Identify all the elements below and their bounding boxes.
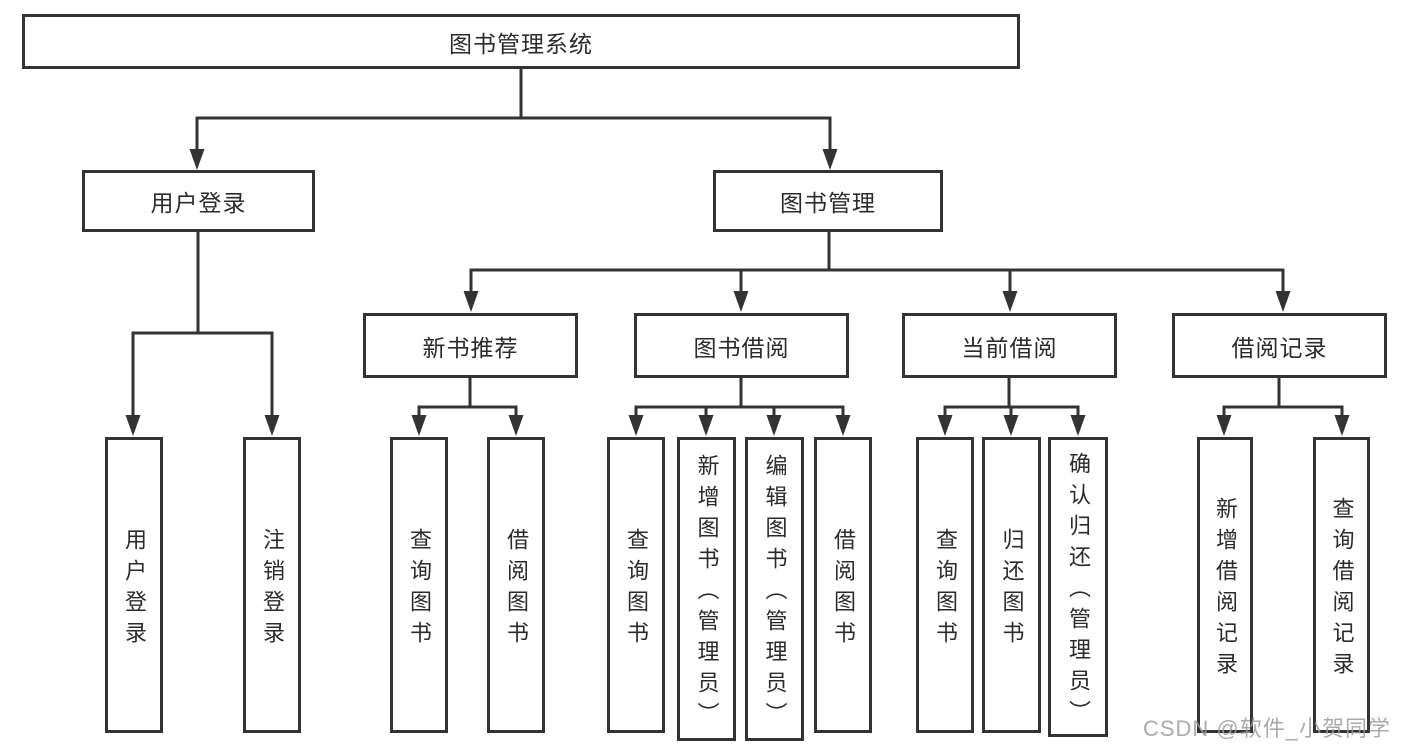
node-root: 图书管理系统 xyxy=(22,14,1020,69)
leaf-borrow-books-1: 借阅图书 xyxy=(487,437,545,733)
leaf-logout: 注销登录 xyxy=(243,437,301,733)
node-borrow-record: 借阅记录 xyxy=(1172,313,1387,378)
node-book-borrow: 图书借阅 xyxy=(634,313,849,378)
node-borrow-record-label: 借阅记录 xyxy=(1231,334,1328,361)
leaf-query-books-2: 查询图书 xyxy=(607,437,665,733)
node-root-label: 图书管理系统 xyxy=(449,30,593,57)
node-book-management: 图书管理 xyxy=(713,170,943,232)
node-book-borrow-label: 图书借阅 xyxy=(693,334,790,361)
leaf-query-borrow-record: 查询借阅记录 xyxy=(1313,437,1370,733)
leaf-user-login: 用户登录 xyxy=(105,437,163,733)
leaf-edit-book-admin: 编辑图书（管理员） xyxy=(745,437,804,741)
leaf-add-borrow-record: 新增借阅记录 xyxy=(1197,437,1253,733)
leaf-confirm-return-admin: 确认归还（管理员） xyxy=(1048,437,1108,737)
leaf-query-books-1: 查询图书 xyxy=(390,437,448,733)
node-new-book-recommend: 新书推荐 xyxy=(363,313,578,378)
node-current-borrow: 当前借阅 xyxy=(902,313,1117,378)
node-user-login-label: 用户登录 xyxy=(150,190,247,216)
leaf-query-books-3: 查询图书 xyxy=(916,437,974,733)
leaf-add-book-admin: 新增图书（管理员） xyxy=(677,437,736,741)
leaf-borrow-books-2: 借阅图书 xyxy=(814,437,872,733)
leaf-return-book: 归还图书 xyxy=(982,437,1041,733)
node-book-management-label: 图书管理 xyxy=(780,190,876,216)
node-new-book-recommend-label: 新书推荐 xyxy=(422,334,519,361)
node-current-borrow-label: 当前借阅 xyxy=(961,334,1058,361)
node-user-login: 用户登录 xyxy=(82,170,315,232)
